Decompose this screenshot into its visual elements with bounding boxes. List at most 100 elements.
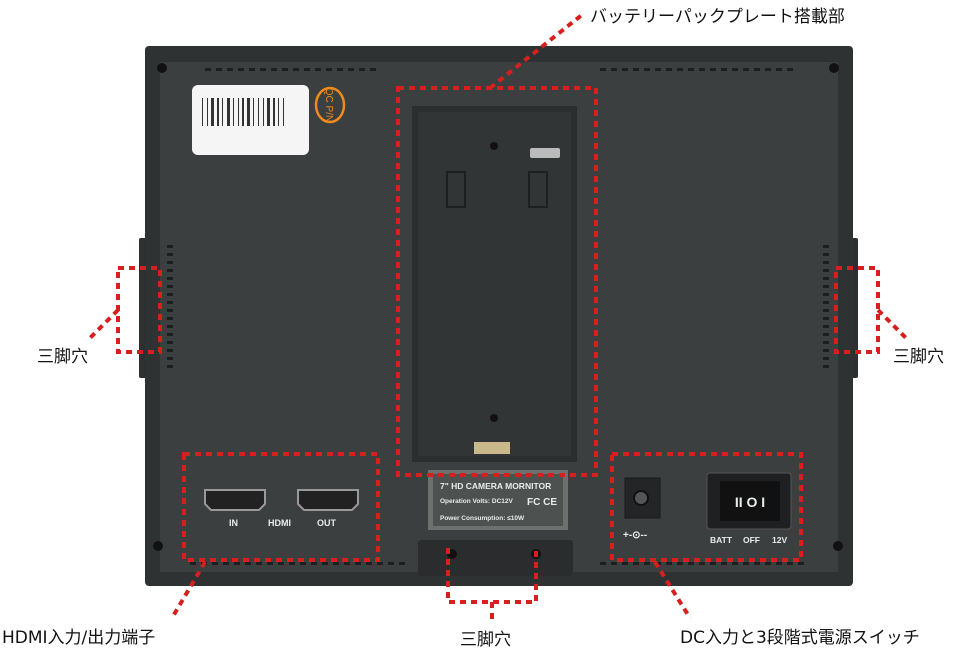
hdmi-out-port[interactable]	[297, 489, 359, 511]
vent-slot	[289, 562, 295, 565]
vent-slot	[823, 349, 829, 352]
vent-slot	[167, 325, 173, 328]
vent-slot	[688, 562, 694, 565]
vent-slot	[823, 269, 829, 272]
vent-slot	[333, 562, 339, 565]
tripod-right-leader	[876, 308, 908, 340]
vent-slot	[278, 98, 279, 126]
vent-slot	[167, 357, 173, 360]
vent-slot	[337, 68, 343, 71]
dc-switch-caption: DC入力と3段階式電源スイッチ	[680, 628, 920, 648]
vent-slot	[216, 68, 222, 71]
vent-slot	[167, 309, 173, 312]
vent-slot	[710, 68, 716, 71]
vent-slot	[273, 98, 275, 126]
vent-slot	[823, 253, 829, 256]
vent-slot	[233, 98, 234, 126]
vent-slot	[600, 562, 606, 565]
vent-slot	[633, 68, 639, 71]
hdmi-in-label: IN	[229, 518, 238, 528]
hdmi-label: HDMI	[268, 518, 291, 528]
vent-slot	[167, 301, 173, 304]
vent-slot	[823, 333, 829, 336]
vent-slot	[666, 562, 672, 565]
vent-slot	[283, 98, 284, 126]
battery-plate-inner	[418, 112, 571, 456]
vent-slot	[677, 68, 683, 71]
vent-slot	[304, 68, 310, 71]
vent-slot	[710, 562, 716, 565]
battery-latches	[446, 171, 548, 208]
vent-slot	[167, 245, 173, 248]
dc-callout-box	[610, 452, 803, 562]
vent-slot	[359, 68, 365, 71]
battery-contacts	[474, 442, 510, 454]
vent-slot	[256, 562, 262, 565]
switch-position-glyphs: II O I	[735, 494, 765, 510]
vent-slot	[167, 261, 173, 264]
vent-slot	[242, 98, 244, 126]
vent-slot	[699, 562, 705, 565]
power-switch[interactable]	[720, 481, 780, 521]
dc-leader	[653, 560, 692, 620]
vent-slot	[787, 562, 793, 565]
rating-label-inner	[433, 474, 563, 526]
rating-title: 7" HD CAMERA MORNITOR	[440, 481, 551, 491]
vent-slot	[823, 357, 829, 360]
vents	[167, 68, 829, 565]
vent-slot	[823, 317, 829, 320]
vent-slot	[798, 562, 804, 565]
vent-slot	[227, 98, 230, 126]
plate-screw	[490, 414, 498, 422]
battery-leader	[488, 12, 585, 90]
vent-slot	[263, 98, 264, 126]
vent-slot	[823, 277, 829, 280]
rating-volts: Operation Volts: DC12V	[440, 498, 514, 505]
vent-slot	[167, 277, 173, 280]
switch-off-label: OFF	[743, 535, 760, 545]
vent-slot	[267, 562, 273, 565]
vent-slot	[247, 98, 250, 126]
battery-plate-caption: バッテリーパックプレート搭載部	[590, 7, 845, 27]
vent-slot	[245, 562, 251, 565]
vent-slot	[754, 68, 760, 71]
vent-slot	[823, 309, 829, 312]
screws	[153, 63, 843, 551]
vent-slot	[366, 562, 372, 565]
vent-slot	[399, 562, 405, 565]
vent-slot	[823, 245, 829, 248]
dc-jack-hole	[633, 490, 649, 506]
vent-slot	[787, 68, 793, 71]
vent-slot	[823, 301, 829, 304]
vent-slot	[388, 562, 394, 565]
vent-slot	[311, 562, 317, 565]
vent-slot	[765, 562, 771, 565]
vent-slot	[260, 68, 266, 71]
vent-slot	[644, 68, 650, 71]
vent-slot	[823, 285, 829, 288]
vent-slot	[282, 68, 288, 71]
usb-port	[530, 148, 560, 158]
vent-slot	[611, 562, 617, 565]
rating-power: Power Consumption: ≤10W	[440, 515, 525, 522]
vent-slot	[823, 325, 829, 328]
vent-slot	[293, 68, 299, 71]
vent-slot	[167, 253, 173, 256]
hdmi-caption: HDMI入力/出力端子	[2, 628, 155, 648]
vent-slot	[732, 68, 738, 71]
vent-slot	[377, 562, 383, 565]
vent-slot	[677, 562, 683, 565]
vent-slot	[222, 98, 223, 126]
vent-slot	[167, 269, 173, 272]
vent-slot	[348, 68, 354, 71]
vent-slot	[370, 68, 376, 71]
vent-slot	[776, 68, 782, 71]
vent-slot	[600, 68, 606, 71]
tripod-left-leader	[88, 308, 120, 340]
vent-slot	[223, 562, 229, 565]
vent-slot	[754, 562, 760, 565]
hdmi-callout-box	[182, 452, 380, 562]
hdmi-in-port[interactable]	[204, 489, 266, 511]
vent-slot	[315, 68, 321, 71]
